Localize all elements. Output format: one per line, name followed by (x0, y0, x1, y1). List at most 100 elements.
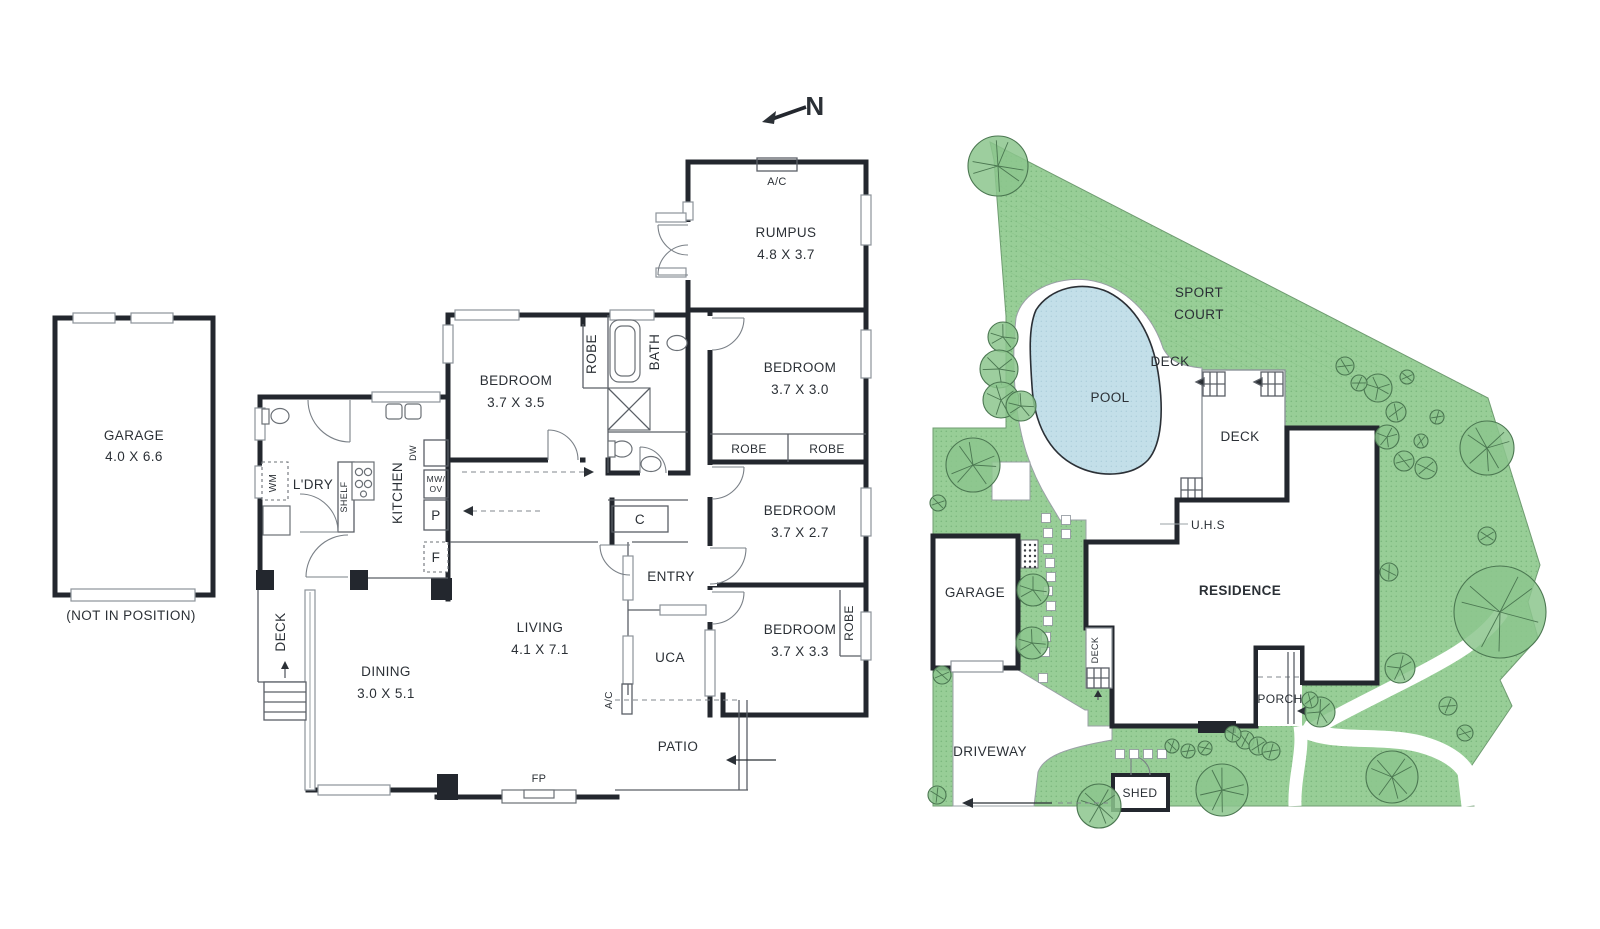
north-label: N (805, 91, 824, 121)
bed2-label: BEDROOM (764, 360, 837, 375)
tree-icon (1384, 652, 1416, 684)
entry-label: ENTRY (647, 569, 695, 584)
tree-icon (1374, 424, 1400, 450)
tree-icon (979, 349, 1019, 389)
bed2-dims: 3.7 X 3.0 (771, 382, 829, 397)
tree-icon (1261, 741, 1281, 761)
site-garage (930, 533, 1021, 673)
kitchen-label: KITCHEN (390, 462, 405, 524)
tree-icon (1335, 356, 1355, 376)
ac-side-label: A/C (604, 691, 615, 709)
tree-icon (1459, 420, 1515, 476)
tree-icon (1399, 369, 1415, 385)
sport-court-label-1: SPORT (1175, 285, 1223, 300)
stepping-stone (1046, 601, 1056, 611)
tree-icon (1195, 763, 1249, 817)
tree-icon (1438, 696, 1458, 716)
uhs-label: U.H.S (1191, 518, 1225, 532)
robe1-label: ROBE (584, 334, 599, 374)
deck-small-label: DECK (1090, 637, 1100, 664)
fp-label: FP (532, 773, 547, 785)
door-arcs (299, 224, 747, 625)
tree-icon (1180, 743, 1196, 759)
deck-main-label: DECK (1220, 429, 1259, 444)
stepping-stone (1045, 558, 1055, 568)
driveway-area (952, 669, 1113, 807)
shed (1111, 755, 1170, 812)
tree-icon (1365, 750, 1419, 804)
tree-icon (1164, 738, 1180, 754)
sport-court-label-2: COURT (1174, 307, 1224, 322)
tree-icon (1224, 725, 1242, 743)
garden-pad (1020, 539, 1039, 569)
flow-arrows (281, 467, 776, 765)
shed-label: SHED (1123, 786, 1158, 800)
ldry-label: L'DRY (293, 477, 333, 492)
ov-label: OV (429, 484, 442, 494)
rumpus-label: RUMPUS (756, 225, 817, 240)
tree-icon (1393, 450, 1415, 472)
tree-icon (1453, 565, 1547, 659)
tree-icon (932, 665, 952, 685)
tree-icon (1301, 691, 1319, 709)
bed3-dims: 3.7 X 2.7 (771, 525, 829, 540)
driveway-arrow (962, 798, 1108, 808)
driveway-label: DRIVEWAY (953, 744, 1027, 759)
wm-label: WM (268, 474, 279, 493)
closet-label: C (635, 512, 645, 527)
stepping-stone (1061, 515, 1071, 525)
stepping-stone (1038, 673, 1048, 683)
stepping-stone (1043, 528, 1053, 538)
rumpus-dims: 4.8 X 3.7 (757, 247, 815, 262)
tree-icon (1197, 740, 1213, 756)
shelf-label: SHELF (339, 481, 349, 512)
tree-icon (1456, 724, 1474, 742)
dw-label: DW (408, 445, 418, 461)
pool-label: POOL (1090, 390, 1129, 405)
pantry-label: P (431, 508, 440, 523)
site-plan: SPORT COURT POOL DECK DECK U.H.S GARAGE … (927, 135, 1547, 829)
residence-label: RESIDENCE (1199, 583, 1281, 598)
porch (1254, 646, 1332, 728)
pool (1029, 285, 1162, 475)
tree-icon (929, 494, 947, 512)
patio-label: PATIO (658, 739, 699, 754)
garage-plan-note: (NOT IN POSITION) (66, 608, 196, 623)
tree-icon (1477, 526, 1497, 546)
garage-plan-label: GARAGE (104, 428, 164, 443)
dining-dims: 3.0 X 5.1 (357, 686, 415, 701)
tree-icon (987, 321, 1019, 353)
tree-icon (1379, 562, 1399, 582)
residence-west-deck (1085, 627, 1113, 700)
stepping-stone (1046, 572, 1056, 582)
garage-plan-dims: 4.0 X 6.6 (105, 449, 163, 464)
tree-icon (945, 437, 1001, 493)
tree-icon (1429, 409, 1445, 425)
door-gaps (548, 222, 717, 622)
stepping-stone (1115, 749, 1125, 759)
porch-label: PORCH (1257, 692, 1302, 706)
main-floor-plan: A/C RUMPUS 4.8 X 3.7 BEDROOM 3.7 X 3.5 R… (254, 157, 872, 804)
bed1-dims: 3.7 X 3.5 (487, 395, 545, 410)
robe2a-label: ROBE (731, 442, 767, 456)
bed1-label: BEDROOM (480, 373, 553, 388)
stepping-stone (1061, 529, 1071, 539)
deck-label: DECK (273, 612, 288, 651)
living-dims: 4.1 X 7.1 (511, 642, 569, 657)
garage-plan: GARAGE 4.0 X 6.6 (NOT IN POSITION) (52, 312, 216, 623)
tree-icon (1076, 783, 1122, 829)
trees (927, 135, 1547, 829)
north-arrow: N (762, 91, 824, 124)
stepping-stone (1043, 616, 1053, 626)
mw-label: MW/ (427, 474, 446, 484)
tree-icon (967, 135, 1029, 197)
bed4-label: BEDROOM (764, 622, 837, 637)
tree-icon (1005, 390, 1037, 422)
dining-label: DINING (361, 664, 411, 679)
tree-icon (1413, 433, 1429, 449)
tree-icon (1385, 401, 1407, 423)
tree-icon (927, 785, 947, 805)
ac-top-label: A/C (767, 176, 787, 188)
bed3-label: BEDROOM (764, 503, 837, 518)
